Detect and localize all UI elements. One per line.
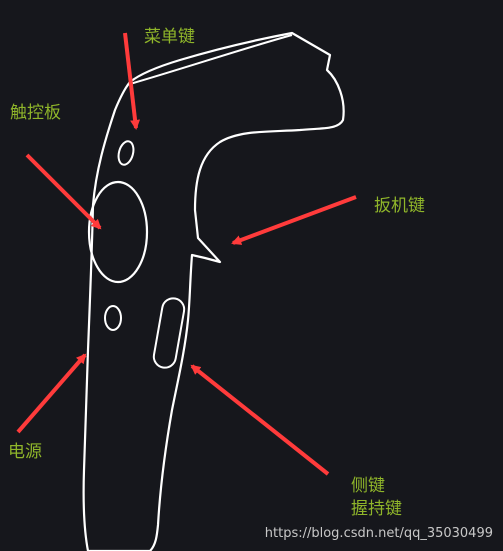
power-button-shape [104, 305, 122, 331]
touchpad-arrow [25, 153, 102, 230]
watermark-url: https://blog.csdn.net/qq_35030499 [264, 526, 493, 541]
grip-button-shape [152, 297, 186, 369]
trigger-arrow [231, 195, 357, 245]
menu-button-label: 菜单键 [144, 27, 195, 47]
controller-outline [82, 31, 345, 551]
grip-arrow [190, 364, 330, 476]
controller-top-edge [129, 34, 293, 85]
trigger-label: 扳机键 [374, 196, 425, 216]
touchpad-label: 触控板 [10, 103, 61, 123]
menu-arrow [123, 32, 141, 130]
side-button-label: 侧键 [351, 476, 385, 496]
power-label: 电源 [8, 442, 42, 462]
touchpad-shape [87, 180, 149, 284]
menu-button-shape [117, 140, 135, 166]
grip-button-label: 握持键 [351, 499, 402, 519]
power-arrow [16, 353, 87, 434]
